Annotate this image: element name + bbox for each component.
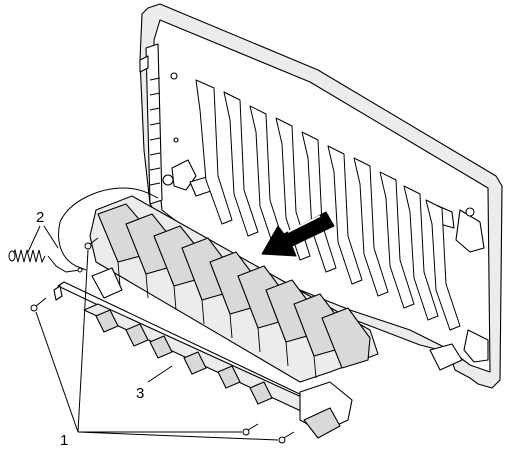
callout-label-3: 3 — [136, 385, 144, 402]
screw-3 — [243, 424, 258, 435]
callout-label-1: 1 — [60, 432, 68, 449]
callout-label-2: 2 — [36, 209, 44, 226]
screw-4 — [279, 432, 294, 443]
screw-1 — [31, 298, 46, 311]
